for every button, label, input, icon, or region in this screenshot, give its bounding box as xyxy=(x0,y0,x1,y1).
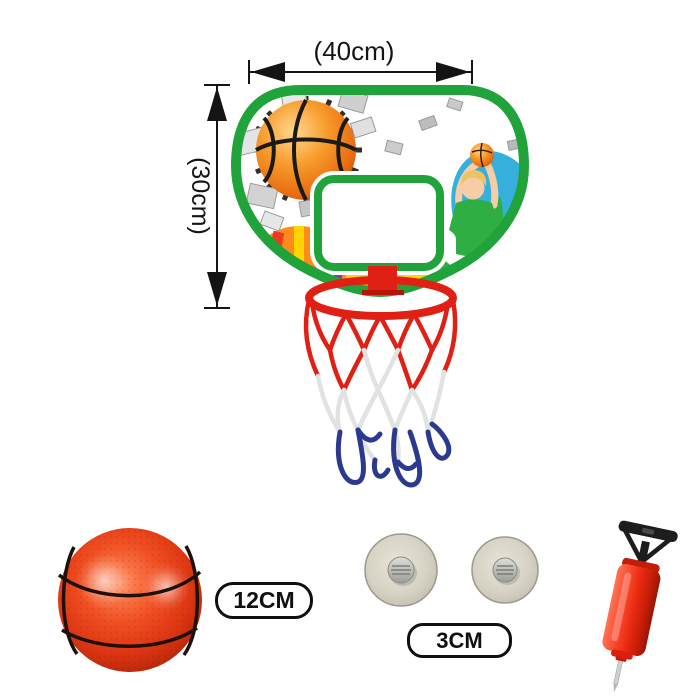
ball-size-badge: 12CM xyxy=(215,582,313,619)
hoop-rim xyxy=(305,276,457,320)
shooting-target-square xyxy=(310,171,448,275)
mini-basketball-seams xyxy=(57,545,202,657)
net-blue-strands xyxy=(335,421,452,488)
backboard xyxy=(231,85,529,297)
dimension-height-label: (30cm) xyxy=(186,157,214,235)
suction-cup xyxy=(471,536,539,604)
hoop-net xyxy=(303,297,458,488)
cup-size-badge: 3CM xyxy=(407,623,512,658)
suction-cups xyxy=(364,533,539,607)
dimension-height-arrow xyxy=(204,84,230,309)
dimension-width-arrow xyxy=(248,60,473,84)
pump-handle xyxy=(618,520,678,568)
dimension-width-label: (40cm) xyxy=(313,36,395,66)
suction-cup xyxy=(364,533,438,607)
pump-needle xyxy=(613,656,624,693)
hand-pump xyxy=(602,520,678,693)
mini-basketball xyxy=(57,528,202,672)
pump-body xyxy=(602,557,661,660)
